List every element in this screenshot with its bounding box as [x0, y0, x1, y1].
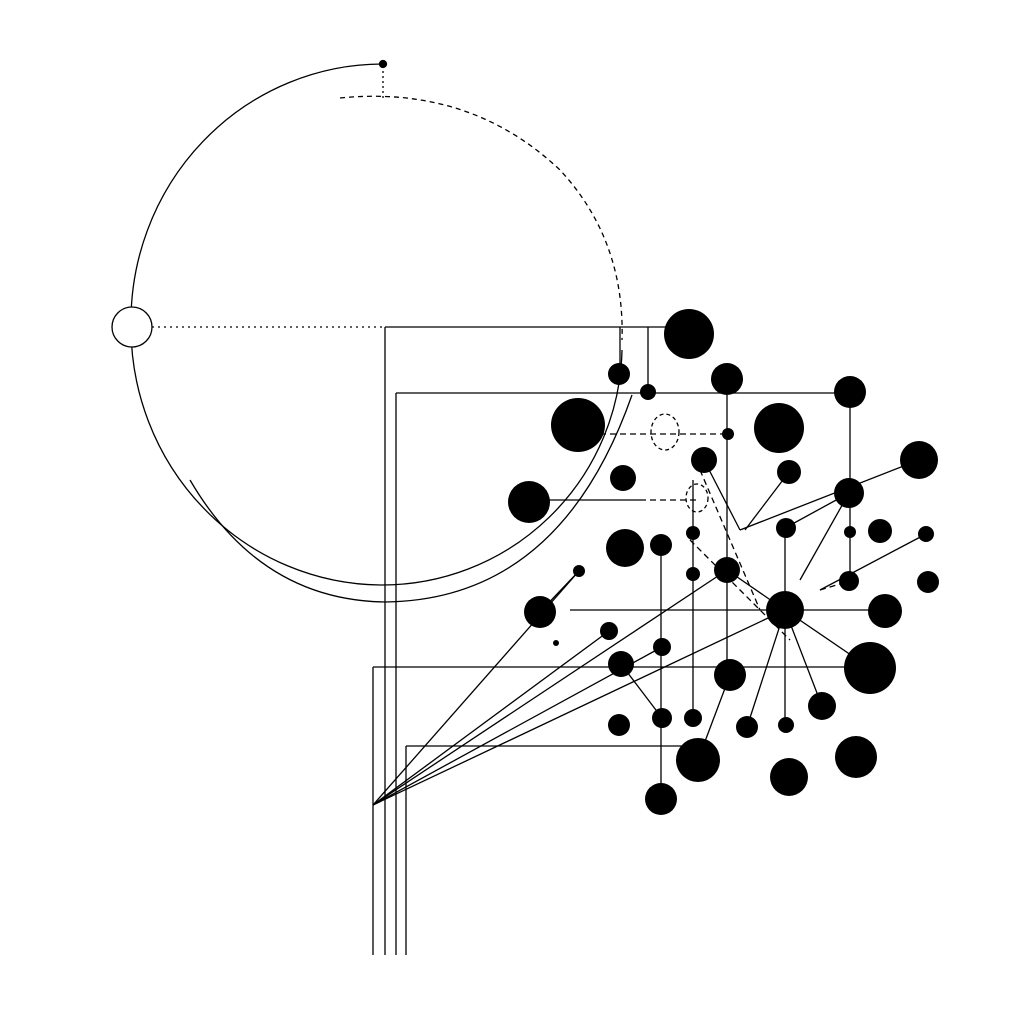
connector-lines	[372, 326, 927, 955]
dot	[834, 478, 864, 508]
connector-line	[372, 569, 728, 806]
dot	[652, 708, 672, 728]
dot	[714, 557, 740, 583]
main-arc	[130, 63, 623, 586]
dot	[917, 571, 939, 593]
dot	[686, 526, 700, 540]
connector-line	[372, 609, 786, 806]
dot	[900, 441, 938, 479]
dot	[714, 659, 746, 691]
dashed-arc	[339, 95, 623, 341]
dot-cluster	[508, 309, 939, 815]
dot	[676, 738, 720, 782]
dot	[777, 460, 801, 484]
dashed-ellipse	[650, 413, 680, 451]
dot	[722, 428, 734, 440]
dot	[868, 594, 902, 628]
dot	[573, 565, 585, 577]
dot	[608, 714, 630, 736]
outer-arc	[189, 394, 633, 603]
connector-line	[739, 459, 920, 531]
dot	[868, 519, 892, 543]
dot	[844, 642, 896, 694]
dot	[664, 309, 714, 359]
dot	[553, 640, 559, 646]
dot	[686, 567, 700, 581]
dot	[770, 758, 808, 796]
dot	[844, 526, 856, 538]
connector-line	[372, 630, 610, 806]
dot	[508, 481, 550, 523]
connector-line	[703, 459, 741, 531]
dot	[918, 526, 934, 542]
dot	[608, 651, 634, 677]
dashed-line	[819, 580, 851, 591]
dot	[640, 384, 656, 400]
dot	[839, 571, 859, 591]
dot	[736, 716, 758, 738]
dot	[653, 638, 671, 656]
dot	[808, 692, 836, 720]
dot	[778, 717, 794, 733]
dashed-line	[689, 539, 791, 641]
dot	[524, 596, 556, 628]
dot	[834, 376, 866, 408]
orbit-arcs	[111, 59, 633, 603]
dot	[600, 622, 618, 640]
dot	[684, 709, 702, 727]
dashed-line	[699, 469, 761, 611]
dot	[610, 465, 636, 491]
dot	[606, 529, 644, 567]
dot	[691, 447, 717, 473]
dot	[754, 403, 804, 453]
connector-line	[799, 492, 850, 581]
dot	[711, 363, 743, 395]
dot	[650, 534, 672, 556]
dot	[608, 363, 630, 385]
dot	[776, 518, 796, 538]
dot	[645, 783, 677, 815]
dashed-ellipse	[685, 483, 709, 513]
connector-line	[819, 533, 927, 591]
dot	[551, 398, 605, 452]
dot	[766, 591, 804, 629]
open-node	[111, 306, 153, 348]
top-point	[378, 59, 388, 69]
dot	[835, 736, 877, 778]
connector-line	[744, 471, 790, 531]
